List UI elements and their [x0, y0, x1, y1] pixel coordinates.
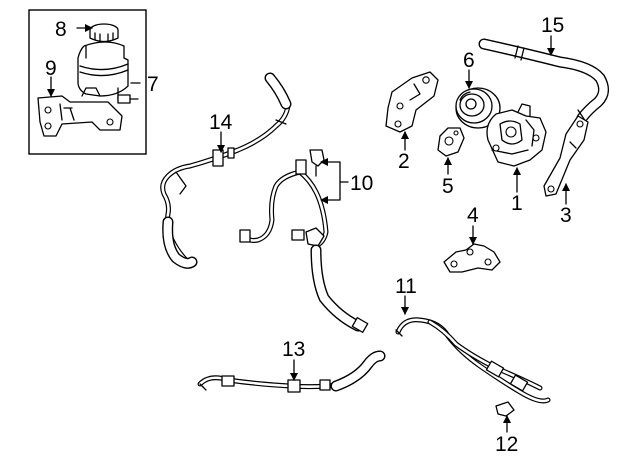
callout-1: 1: [511, 192, 523, 215]
callout-3: 3: [560, 204, 572, 227]
callout-13: 13: [282, 338, 305, 361]
callout-15: 15: [541, 14, 564, 37]
callout-4: 4: [467, 204, 479, 227]
hose-15: [478, 38, 609, 124]
callout-6: 6: [463, 49, 475, 72]
rear-bracket: [543, 115, 589, 197]
callout-labels: 8 9 7 14 10 6 2 5 1 3 4 15 11 13 12: [45, 14, 572, 456]
reservoir-cap: [89, 23, 119, 43]
callout-5: 5: [442, 175, 454, 198]
lower-bracket: [443, 243, 501, 273]
reservoir-bracket: [37, 87, 123, 137]
callout-10: 10: [350, 172, 373, 195]
leader-lines: [47, 24, 570, 433]
hose-11: [395, 317, 551, 417]
leader-10: [325, 161, 349, 201]
callout-9: 9: [45, 57, 57, 80]
callout-8: 8: [55, 18, 67, 41]
pump-bracket: [385, 71, 439, 133]
callout-14: 14: [209, 111, 233, 134]
reservoir-inset-box: [28, 9, 147, 155]
hose-10: [239, 149, 369, 333]
reservoir-tank: [77, 41, 139, 104]
callout-7: 7: [147, 73, 159, 96]
power-steering-pump: [486, 103, 547, 167]
pump-plate: [437, 127, 465, 157]
pulley: [455, 87, 501, 129]
callout-2: 2: [398, 150, 410, 173]
callout-12: 12: [495, 433, 518, 456]
hose-14: [160, 72, 292, 269]
callout-11: 11: [395, 275, 417, 298]
hose-13: [197, 350, 386, 393]
